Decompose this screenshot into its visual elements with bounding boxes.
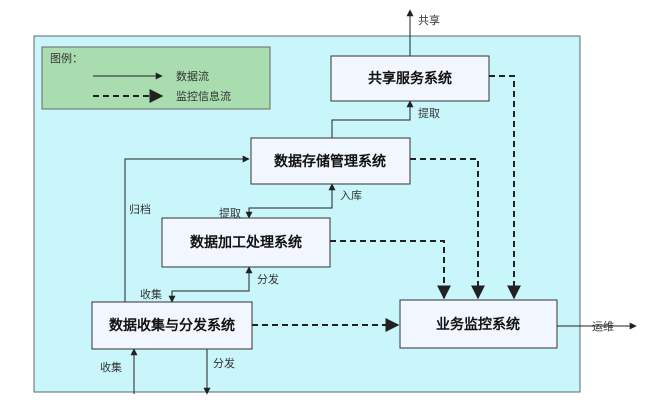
label-inbound: 入库 — [340, 189, 362, 202]
box-monitor-label: 业务监控系统 — [436, 316, 520, 333]
box-processing: 数据加工处理系统 — [161, 217, 331, 268]
arrow-archive — [124, 155, 250, 302]
box-collect: 数据收集与分发系统 — [91, 301, 253, 350]
legend-title: 图例： — [50, 51, 83, 65]
box-processing-label: 数据加工处理系统 — [190, 234, 302, 251]
legend-data-flow: 数据流 — [176, 69, 209, 83]
box-share: 共享服务系统 — [330, 55, 490, 102]
box-share-label: 共享服务系统 — [368, 70, 452, 87]
box-storage: 数据存储管理系统 — [250, 137, 411, 185]
dash-processing-to-monitor — [330, 240, 451, 300]
dash-storage-to-monitor — [410, 158, 485, 300]
legend-monitor-flow: 监控信息流 — [176, 89, 231, 103]
arrow-storage-to-share — [331, 100, 414, 138]
label-extract-mid: 提取 — [219, 207, 241, 220]
label-distribute-out: 分发 — [213, 356, 235, 370]
box-storage-label: 数据存储管理系统 — [274, 153, 386, 170]
label-archive: 归档 — [129, 202, 151, 216]
legend: 图例： 数据流 监控信息流 — [41, 46, 271, 110]
dash-share-to-monitor — [489, 75, 521, 300]
label-extract-top: 提取 — [418, 107, 440, 120]
box-collect-label: 数据收集与分发系统 — [109, 317, 235, 334]
label-distribute-mid: 分发 — [257, 272, 279, 286]
label-collect-in: 收集 — [100, 360, 122, 374]
label-ops: 运维 — [592, 320, 614, 333]
label-share-out: 共享 — [418, 13, 440, 27]
arrow-processing-storage — [245, 183, 336, 219]
arrow-collect-processing — [168, 266, 253, 303]
box-monitor: 业务监控系统 — [399, 299, 558, 349]
label-collect-mid: 收集 — [140, 287, 162, 301]
